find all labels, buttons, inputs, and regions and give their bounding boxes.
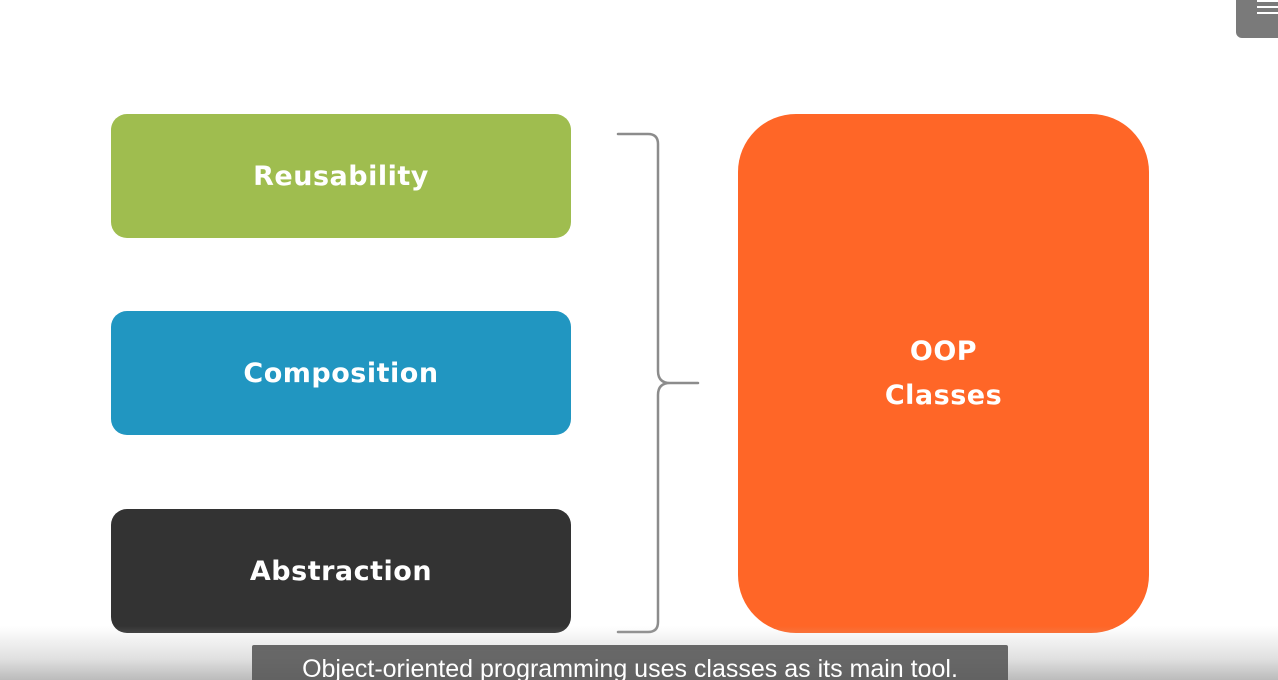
caption-text: Object-oriented programming uses classes… [302,655,958,680]
oop-label: OOP [909,335,978,367]
classes-label: Classes [884,379,1003,411]
abstraction-box: Abstraction [111,509,571,633]
composition-label: Composition [243,357,439,389]
reusability-box: Reusability [111,114,571,238]
abstraction-label: Abstraction [249,555,433,587]
hamburger-menu-icon [1257,0,1278,14]
oop-classes-box: OOP Classes [738,114,1149,633]
subtitle-caption: Object-oriented programming uses classes… [252,645,1008,680]
curly-brace [616,132,700,634]
reusability-label: Reusability [253,160,429,192]
menu-button[interactable] [1236,0,1278,38]
composition-box: Composition [111,311,571,435]
